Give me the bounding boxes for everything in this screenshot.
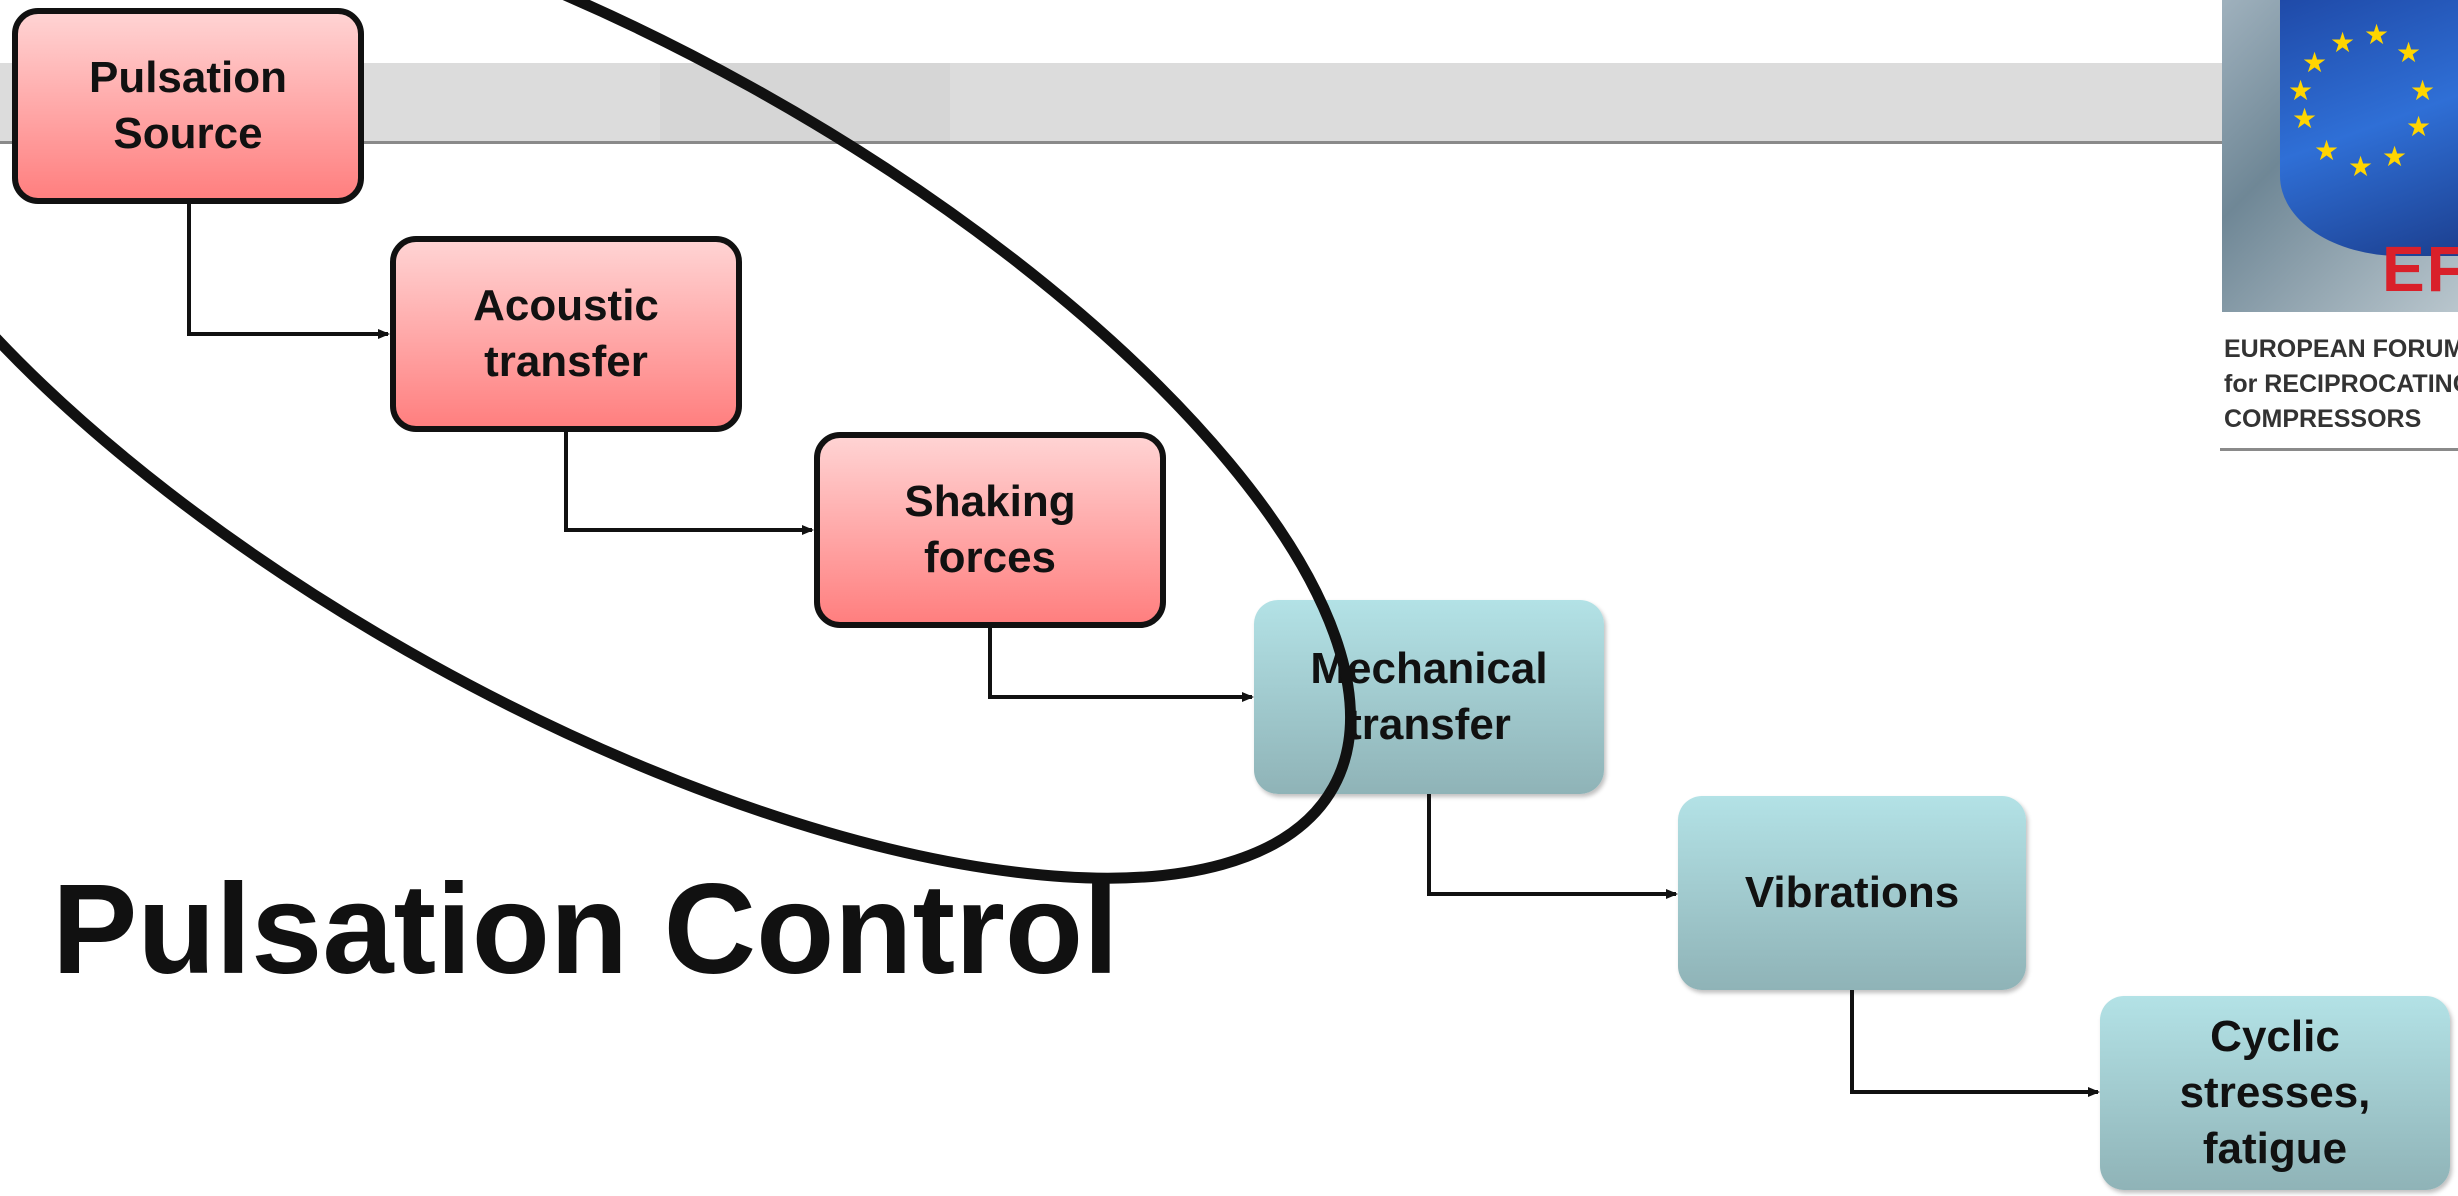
star-icon: ★ bbox=[2330, 27, 2355, 58]
flow-box-shaking-forces: Shaking forces bbox=[814, 432, 1166, 628]
header-band bbox=[0, 63, 2240, 144]
star-icon: ★ bbox=[2314, 135, 2339, 166]
flow-box-pulsation-source: Pulsation Source bbox=[12, 8, 364, 204]
connector-mechanical-to-vibrations bbox=[1427, 794, 1678, 899]
flow-box-vibrations: Vibrations bbox=[1678, 796, 2026, 990]
flow-box-cyclic-stresses: Cyclic stresses, fatigue bbox=[2100, 996, 2450, 1190]
star-icon: ★ bbox=[2406, 111, 2431, 142]
logo-acronym: EFRC bbox=[2382, 233, 2458, 305]
flow-box-acoustic-transfer: Acoustic transfer bbox=[390, 236, 742, 432]
star-icon: ★ bbox=[2410, 75, 2435, 106]
flow-box-mechanical-transfer: Mechanical transfer bbox=[1254, 600, 1604, 794]
logo-line-1: EUROPEAN FORUM bbox=[2224, 335, 2458, 363]
star-icon: ★ bbox=[2288, 75, 2313, 106]
connector-shaking-to-mechanical bbox=[988, 628, 1254, 702]
star-icon: ★ bbox=[2348, 151, 2373, 182]
eu-flag-icon: ★ ★ ★ ★ ★ ★ ★ ★ ★ ★ ★ bbox=[2280, 0, 2458, 256]
star-icon: ★ bbox=[2292, 103, 2317, 134]
slide-title: Pulsation Control bbox=[52, 858, 1119, 1001]
connector-vibrations-to-cyclic bbox=[1850, 990, 2100, 1097]
star-icon: ★ bbox=[2302, 47, 2327, 78]
header-band-highlight bbox=[660, 63, 950, 141]
logo-line-3: COMPRESSORS bbox=[2224, 405, 2422, 433]
efrc-logo: ★ ★ ★ ★ ★ ★ ★ ★ ★ ★ ★ EFRC EUROPEAN FORU… bbox=[2220, 0, 2458, 460]
connector-acoustic-to-shaking bbox=[564, 432, 814, 535]
star-icon: ★ bbox=[2364, 19, 2389, 50]
star-icon: ★ bbox=[2396, 37, 2421, 68]
logo-line-2: for RECIPROCATING bbox=[2224, 370, 2458, 398]
star-icon: ★ bbox=[2382, 141, 2407, 172]
logo-rule bbox=[2220, 448, 2458, 451]
eu-stars: ★ ★ ★ ★ ★ ★ ★ ★ ★ ★ ★ bbox=[2288, 19, 2435, 182]
acoustic-scope-ellipse bbox=[0, 0, 1356, 884]
connector-source-to-acoustic bbox=[187, 204, 390, 339]
